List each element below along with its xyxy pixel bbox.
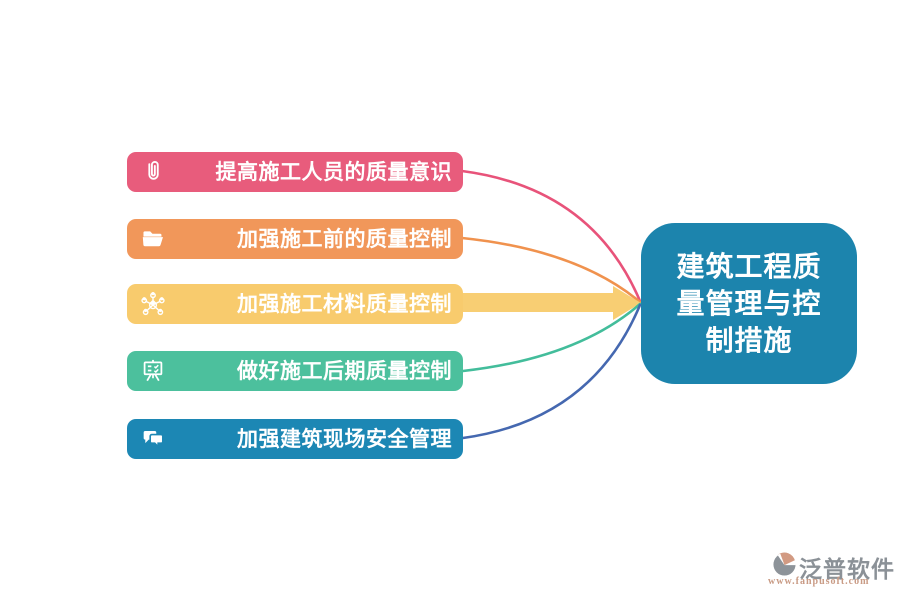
connector-curve-4 bbox=[461, 302, 642, 373]
connector-curve-2 bbox=[460, 236, 642, 304]
brand-url: www.fanpusoft.com bbox=[768, 576, 870, 587]
connector-curve-1 bbox=[460, 169, 642, 303]
branch-late-stage-quality-control: 做好施工后期质量控制 bbox=[127, 351, 463, 391]
branch-site-safety-management: 加强建筑现场安全管理 bbox=[127, 419, 463, 459]
branch-label: 加强施工材料质量控制 bbox=[237, 293, 452, 316]
presentation-board-icon bbox=[138, 356, 168, 386]
branch-pre-construction-control: 加强施工前的质量控制 bbox=[127, 219, 463, 259]
branch-label: 加强建筑现场安全管理 bbox=[237, 428, 452, 451]
connector-arrow-3 bbox=[462, 286, 641, 320]
brand-name: 泛普软件 bbox=[799, 556, 895, 582]
branch-label: 提高施工人员的质量意识 bbox=[215, 161, 452, 184]
people-network-icon bbox=[138, 289, 168, 319]
central-topic-label: 建筑工程质量管理与控制措施 bbox=[676, 251, 822, 356]
central-topic-node: 建筑工程质量管理与控制措施 bbox=[641, 223, 857, 384]
branch-label: 加强施工前的质量控制 bbox=[237, 228, 452, 251]
fanpu-logo-icon bbox=[772, 552, 797, 577]
open-folder-icon bbox=[138, 224, 168, 254]
connector-curve-5 bbox=[461, 303, 642, 440]
chat-bubbles-icon bbox=[138, 424, 168, 454]
branch-quality-awareness: 提高施工人员的质量意识 bbox=[127, 152, 463, 192]
brand-watermark: 泛普软件 www.fanpusoft.com bbox=[756, 549, 900, 593]
branch-label: 做好施工后期质量控制 bbox=[237, 360, 452, 383]
paperclip-icon bbox=[138, 157, 168, 187]
branch-material-quality-control: 加强施工材料质量控制 bbox=[127, 284, 463, 324]
